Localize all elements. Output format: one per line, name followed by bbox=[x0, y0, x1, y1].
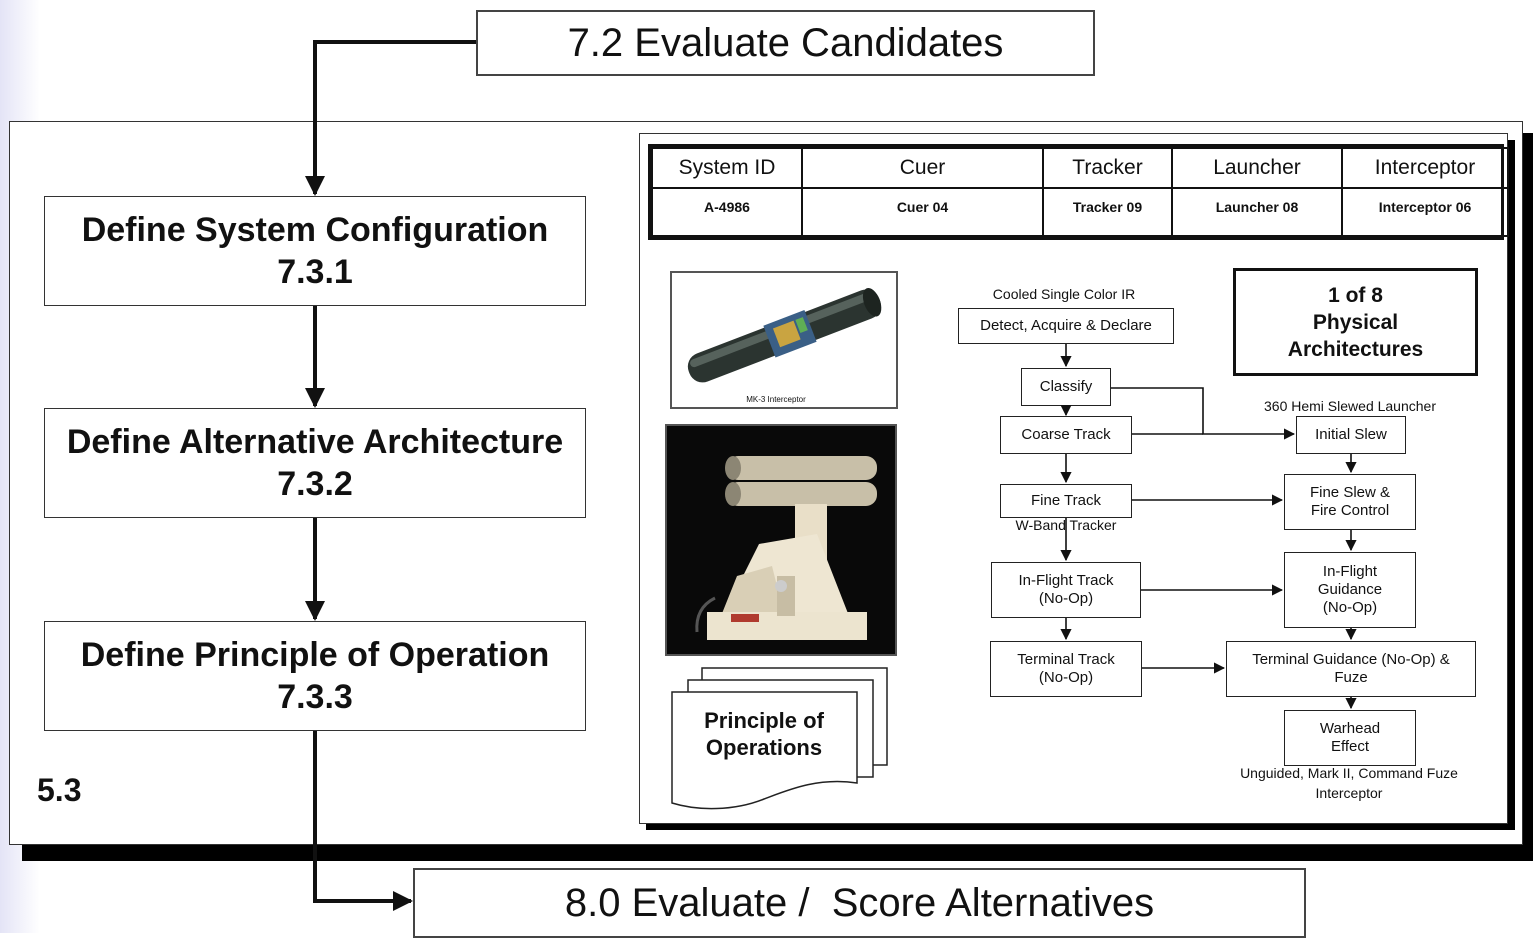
cell-tracker: Tracker 09 bbox=[1042, 187, 1173, 237]
step-define-system-configuration: Define System Configuration 7.3.1 bbox=[44, 196, 586, 306]
flow-terminal-guidance-line1: Terminal Guidance (No-Op) & bbox=[1252, 651, 1450, 668]
flow-inflight-guidance-line3: (No-Op) bbox=[1322, 599, 1378, 616]
section-label: 5.3 bbox=[37, 772, 82, 808]
cuer-label: Cooled Single Color IR bbox=[992, 286, 1136, 302]
step-number: 7.3.2 bbox=[277, 465, 353, 503]
step-number: 7.3.3 bbox=[277, 678, 353, 716]
interceptor-label-line1: Unguided, Mark II, Command Fuze bbox=[1240, 765, 1458, 781]
principle-doc-line2: Operations bbox=[706, 735, 822, 760]
evaluate-candidates-box: 7.2 Evaluate Candidates bbox=[476, 10, 1095, 76]
flow-fine-slew-fire-control: Fine Slew & Fire Control bbox=[1284, 474, 1416, 530]
interceptor-caption: MK-3 Interceptor bbox=[746, 395, 806, 404]
flow-initial-slew-label: Initial Slew bbox=[1315, 426, 1387, 443]
flow-coarse-track-label: Coarse Track bbox=[1021, 426, 1111, 443]
flow-fine-slew-line2: Fire Control bbox=[1310, 502, 1390, 519]
arrow-principle-to-score bbox=[313, 731, 413, 911]
step-title: Define Principle of Operation bbox=[80, 636, 550, 674]
flow-coarse-track: Coarse Track bbox=[1000, 416, 1132, 454]
interceptor-illustration: MK-3 Interceptor bbox=[687, 287, 882, 404]
step-title: Define Alternative Architecture bbox=[66, 423, 564, 461]
interceptor-label-line2: Interceptor bbox=[1315, 785, 1383, 801]
cell-cuer: Cuer 04 bbox=[801, 187, 1044, 237]
arch-badge-line1: 1 of 8 bbox=[1328, 283, 1383, 307]
table-row: A-4986 Cuer 04 Tracker 09 Launcher 08 In… bbox=[651, 187, 1509, 237]
system-configuration-table: System ID Cuer Tracker Launcher Intercep… bbox=[648, 144, 1509, 240]
cell-system-id: A-4986 bbox=[651, 187, 803, 237]
cell-launcher: Launcher 08 bbox=[1171, 187, 1343, 237]
flow-terminal-track-line2: (No-Op) bbox=[1038, 669, 1094, 686]
table-header-row: System ID Cuer Tracker Launcher Intercep… bbox=[651, 147, 1509, 189]
header-system-id: System ID bbox=[651, 147, 803, 189]
step-define-principle-of-operation: Define Principle of Operation 7.3.3 bbox=[44, 621, 586, 731]
arch-badge-line2: Physical bbox=[1312, 310, 1399, 334]
flow-classify: Classify bbox=[1021, 368, 1111, 406]
step-define-alternative-architecture: Define Alternative Architecture 7.3.2 bbox=[44, 408, 586, 518]
launcher-image bbox=[665, 424, 897, 656]
principle-doc-line1: Principle of bbox=[704, 708, 824, 733]
launcher-illustration bbox=[667, 426, 895, 654]
physical-architectures-badge: 1 of 8 Physical Architectures bbox=[1233, 268, 1478, 376]
step-number: 7.3.1 bbox=[277, 253, 353, 291]
flow-terminal-guidance-line2: Fuze bbox=[1334, 669, 1368, 686]
arrow-candidates-to-config bbox=[305, 40, 476, 196]
header-interceptor: Interceptor bbox=[1341, 147, 1509, 189]
principle-of-operations-document: Principle of Operations bbox=[671, 667, 888, 810]
launcher-label: 360 Hemi Slewed Launcher bbox=[1264, 398, 1436, 414]
flow-inflight-track-line1: In-Flight Track bbox=[1018, 572, 1114, 589]
interceptor-image: MK-3 Interceptor bbox=[670, 271, 898, 409]
flow-terminal-track: Terminal Track (No-Op) bbox=[990, 641, 1142, 697]
flow-detect-acquire-declare: Detect, Acquire & Declare bbox=[958, 308, 1174, 344]
flow-terminal-track-line1: Terminal Track bbox=[1017, 651, 1115, 668]
flow-detect-label: Detect, Acquire & Declare bbox=[980, 317, 1152, 334]
flow-inflight-guidance-line1: In-Flight bbox=[1322, 563, 1378, 580]
cell-interceptor: Interceptor 06 bbox=[1341, 187, 1509, 237]
flow-fine-slew-line1: Fine Slew & bbox=[1309, 484, 1391, 501]
header-cuer: Cuer bbox=[801, 147, 1044, 189]
flow-initial-slew: Initial Slew bbox=[1296, 416, 1406, 454]
header-launcher: Launcher bbox=[1171, 147, 1343, 189]
evaluate-score-alternatives-title: 8.0 Evaluate / Score Alternatives bbox=[564, 880, 1155, 925]
evaluate-candidates-title: 7.2 Evaluate Candidates bbox=[567, 20, 1004, 65]
interceptor-label: Unguided, Mark II, Command Fuze Intercep… bbox=[1210, 763, 1488, 803]
flow-classify-label: Classify bbox=[1039, 378, 1093, 395]
step-title: Define System Configuration bbox=[81, 211, 549, 249]
header-tracker: Tracker bbox=[1042, 147, 1173, 189]
flow-inflight-guidance-line2: Guidance bbox=[1317, 581, 1383, 598]
flow-fine-track-label: Fine Track bbox=[1030, 492, 1102, 509]
flow-arrow-classify-initial-slew bbox=[1111, 387, 1296, 440]
flow-fine-track: Fine Track bbox=[1000, 484, 1132, 518]
flow-inflight-guidance: In-Flight Guidance (No-Op) bbox=[1284, 552, 1416, 628]
flow-warhead-effect: Warhead Effect bbox=[1284, 710, 1416, 766]
flow-inflight-track-line2: (No-Op) bbox=[1038, 590, 1094, 607]
flow-terminal-guidance-fuze: Terminal Guidance (No-Op) & Fuze bbox=[1226, 641, 1476, 697]
arch-badge-line3: Architectures bbox=[1287, 337, 1424, 361]
flow-warhead-line2: Effect bbox=[1330, 738, 1370, 755]
flow-inflight-track: In-Flight Track (No-Op) bbox=[991, 562, 1141, 618]
flow-warhead-line1: Warhead bbox=[1319, 720, 1381, 737]
